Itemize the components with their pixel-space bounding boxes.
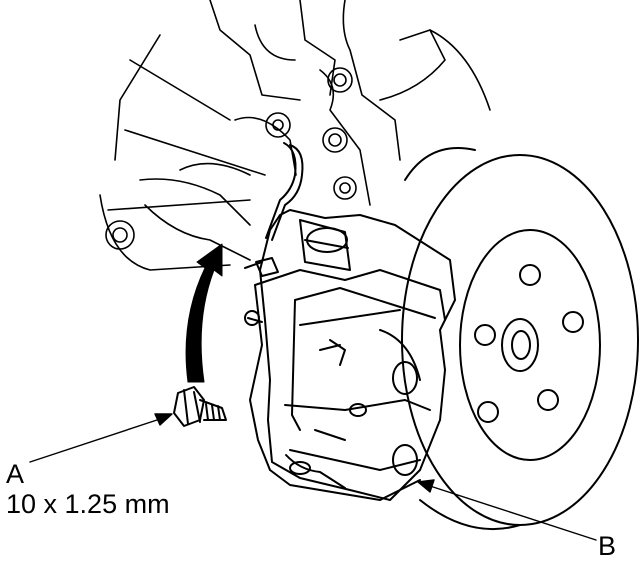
- flange-bolt: [173, 386, 227, 427]
- brake-caliper: [259, 209, 456, 501]
- curved-arrow-up-icon: [185, 243, 223, 383]
- callout-label-a: A: [6, 459, 25, 489]
- wheel-studs: [474, 264, 584, 423]
- brake-hose: [265, 142, 304, 241]
- bolt-size-spec: 10 x 1.25 mm: [6, 489, 170, 519]
- brake-rotor: [401, 147, 639, 531]
- caliper-guide-pin: [244, 257, 279, 277]
- control-arm: [99, 34, 266, 271]
- caliper-bracket: [244, 269, 446, 501]
- leader-line-a: [29, 413, 173, 463]
- suspension-strut: [209, 0, 491, 206]
- callout-label-b: B: [598, 531, 617, 561]
- leader-line-b: [417, 479, 597, 541]
